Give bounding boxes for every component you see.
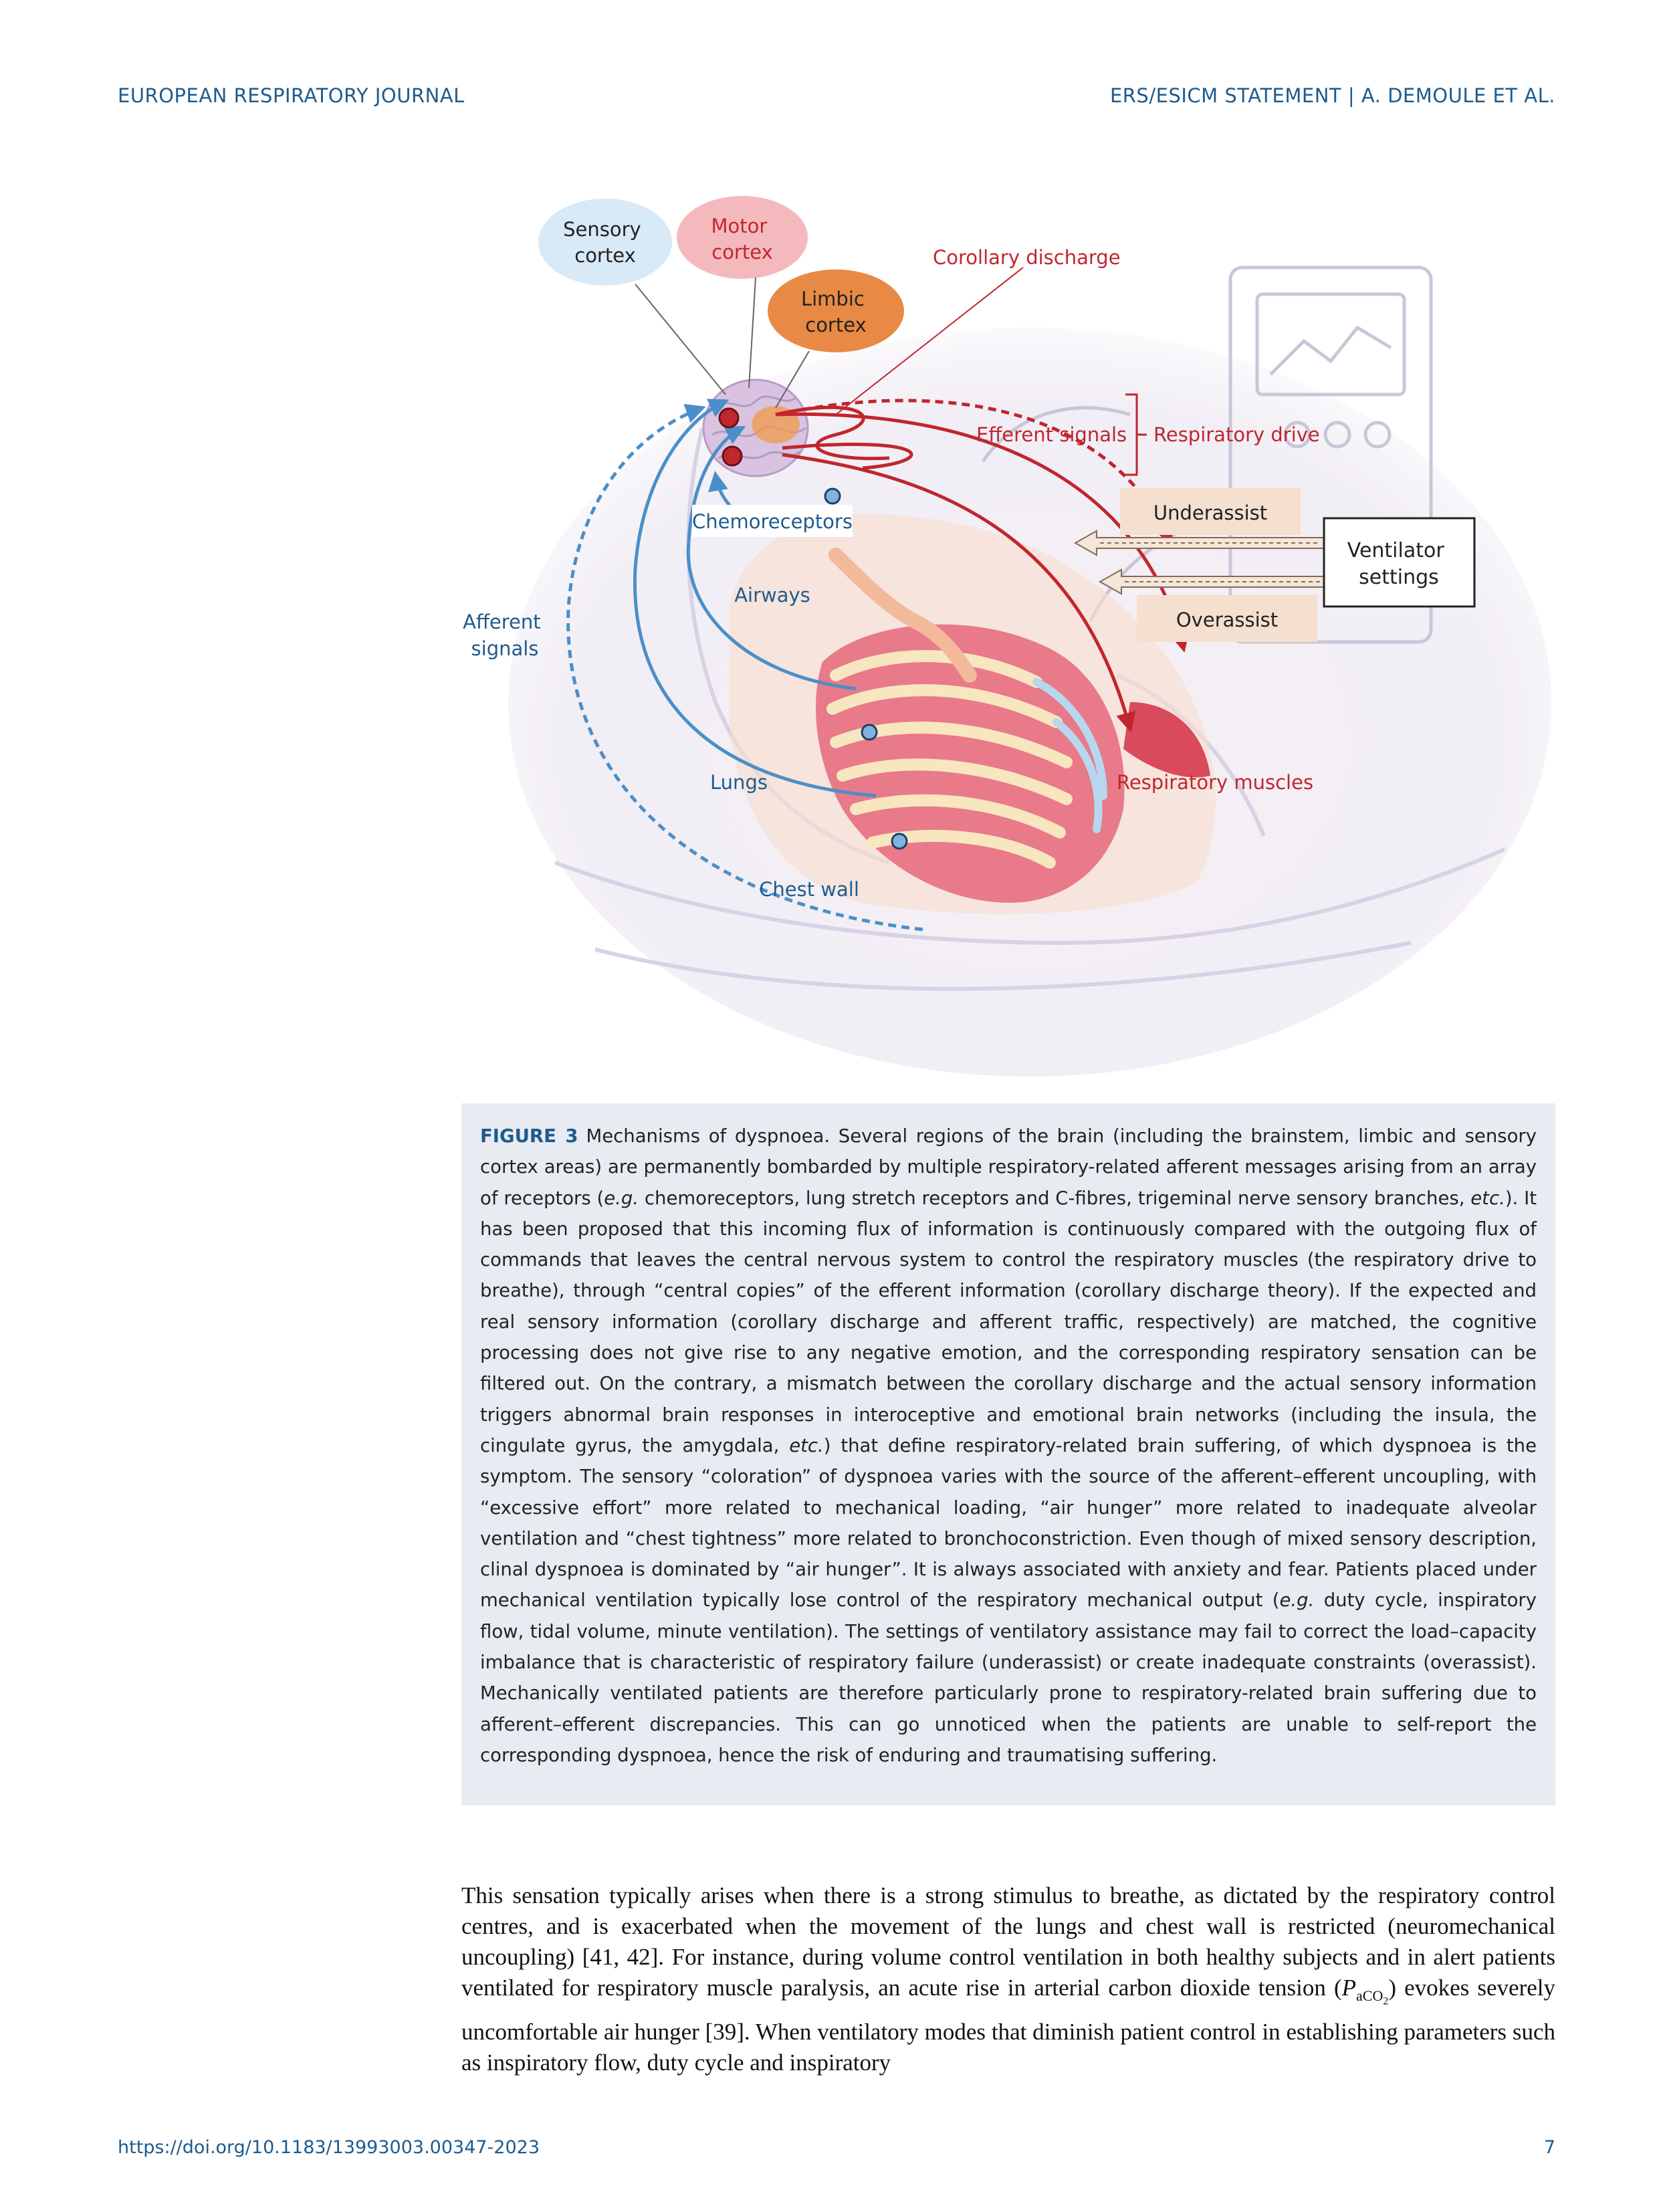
overassist-label: Overassist — [1176, 609, 1278, 631]
corollary-leader — [835, 267, 1024, 415]
lung-receptor-dot — [861, 724, 878, 741]
limbic-leader — [775, 350, 810, 409]
brainstem-node — [722, 445, 743, 467]
trachea — [828, 548, 977, 683]
underassist-label: Underassist — [1153, 502, 1267, 524]
sensory-cortex-label: Sensory cortex — [563, 218, 647, 267]
chest-wall-label: Chest wall — [759, 878, 859, 901]
motor-leader — [748, 277, 756, 389]
brain — [702, 378, 809, 477]
figure-3-illustration: Sensory cortex Motor cortex Limbic corte… — [461, 194, 1555, 1083]
limbic-cortex-bubble — [768, 269, 904, 352]
rib-cage — [816, 624, 1125, 903]
chest-wall-receptor-dot — [891, 833, 908, 850]
doi-link[interactable]: https://doi.org/10.1183/13993003.00347-2… — [118, 2137, 540, 2158]
motor-cortex-bubble — [677, 196, 808, 279]
figure-label: FIGURE 3 — [480, 1125, 578, 1147]
ventilator-settings-box — [1323, 517, 1476, 608]
afferent-signal-paths — [566, 399, 923, 931]
chemoreceptors-label-box — [692, 505, 853, 537]
running-title: ERS/ESICM STATEMENT | A. DEMOULE ET AL. — [1109, 84, 1555, 107]
respiratory-muscle-shape — [1123, 702, 1210, 778]
overassist-box — [1137, 595, 1317, 642]
corollary-discharge-label: Corollary discharge — [933, 246, 1121, 269]
body-paragraph: This sensation typically arises when the… — [461, 1882, 1555, 2076]
underassist-box — [1120, 488, 1301, 535]
limbic-cortex-label: Limbic cortex — [801, 288, 871, 336]
airways-label: Airways — [734, 584, 810, 606]
motor-node — [718, 407, 740, 429]
lungs-label: Lungs — [710, 771, 768, 794]
chemoreceptors-label: Chemoreceptors — [692, 510, 853, 533]
sensory-cortex-bubble — [538, 199, 672, 286]
journal-name: EUROPEAN RESPIRATORY JOURNAL — [118, 84, 465, 107]
motor-cortex-label: Motor cortex — [711, 215, 773, 263]
efferent-signals-label: Efferent signals — [976, 423, 1127, 446]
ventilator-settings-label: Ventilator settings — [1347, 539, 1450, 589]
dyspnoea-diagram: Sensory cortex Motor cortex Limbic corte… — [463, 196, 1551, 1077]
respiratory-muscles-label: Respiratory muscles — [1117, 771, 1313, 794]
chemoreceptor-dot — [824, 487, 841, 505]
sensory-leader — [635, 284, 726, 395]
paco2-symbol: P — [1341, 1975, 1357, 2001]
afferent-signals-label: Afferent signals — [463, 611, 547, 660]
respiratory-drive-label: Respiratory drive — [1153, 423, 1320, 446]
page-number: 7 — [1543, 2137, 1555, 2158]
